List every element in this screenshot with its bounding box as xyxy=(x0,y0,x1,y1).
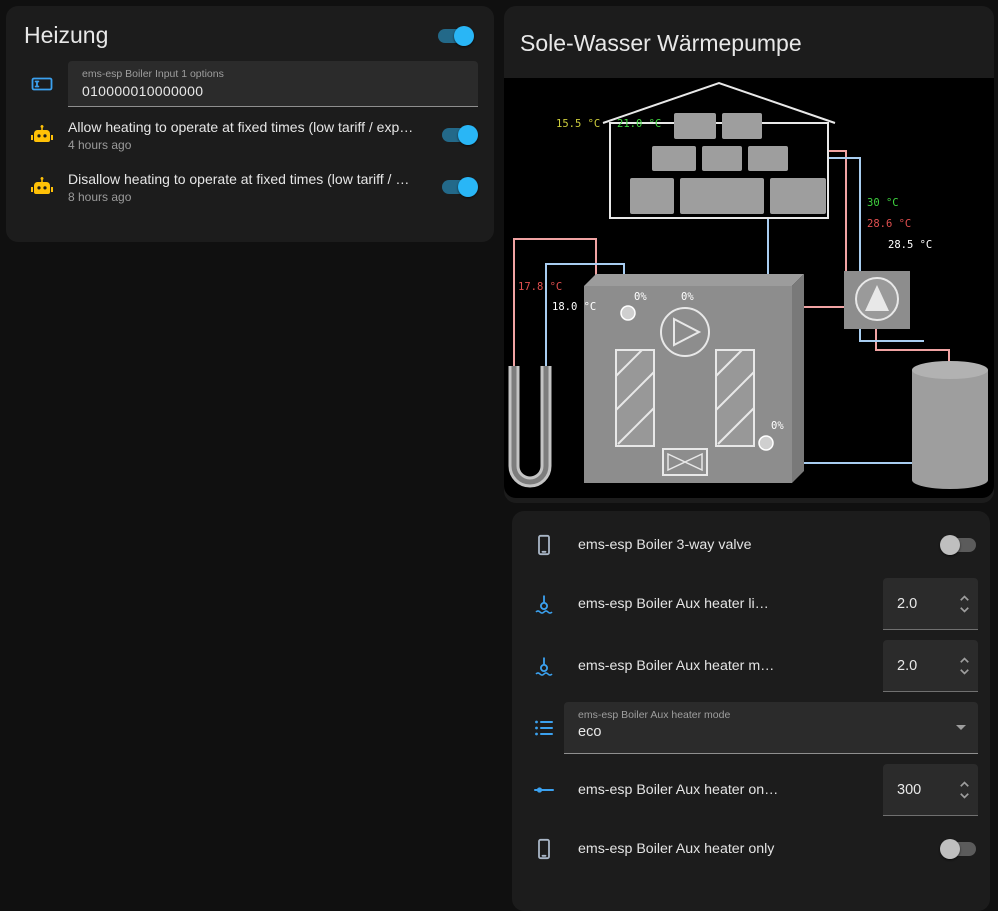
boiler-input-value[interactable]: 010000010000000 xyxy=(82,83,204,99)
heatpump-card-header: Sole-Wasser Wärmepumpe xyxy=(504,6,994,78)
boiler-input-field[interactable]: ems-esp Boiler Input 1 options 010000010… xyxy=(68,61,478,107)
toggle-thumb xyxy=(454,25,474,46)
dhw-temp-label: 28.5 °C xyxy=(888,239,932,251)
heat-pump-unit xyxy=(584,274,804,483)
automation-last-triggered: 4 hours ago xyxy=(68,137,132,152)
boiler-input-row: ems-esp Boiler Input 1 options 010000010… xyxy=(6,59,494,109)
entity-row-3way-valve: ems-esp Boiler 3-way valve xyxy=(512,517,990,573)
heizung-card-title: Heizung xyxy=(24,22,109,48)
entity-label: ems-esp Boiler Aux heater on… xyxy=(578,782,779,798)
number-value[interactable]: 2.0 xyxy=(897,595,918,612)
automation-name: Allow heating to operate at fixed times … xyxy=(68,118,414,135)
automation-row-disallow[interactable]: Disallow heating to operate at fixed tim… xyxy=(6,161,494,213)
entity-row-aux-heater-only: ems-esp Boiler Aux heater only xyxy=(512,821,990,877)
heatpump-diagram: 15.5 °C 21.0 °C 30 °C 28.6 °C 28.5 °C 17… xyxy=(504,78,994,498)
heating-return-pipe xyxy=(829,157,924,342)
aux-heater-only-toggle[interactable] xyxy=(940,839,978,859)
expansion-valve-icon xyxy=(662,448,708,476)
entity-row-aux-heater-on: ems-esp Boiler Aux heater on… 300 xyxy=(512,759,990,821)
radiator-blocks xyxy=(630,113,826,214)
automation-last-triggered: 8 hours ago xyxy=(68,189,132,204)
three-way-valve-icon xyxy=(532,533,556,557)
form-textbox-icon xyxy=(30,72,54,96)
automation-text: Disallow heating to operate at fixed tim… xyxy=(68,171,440,204)
entity-label: ems-esp Boiler Aux heater li… xyxy=(578,596,769,612)
ground-probe xyxy=(508,366,552,488)
compressor-pct-label: 0% xyxy=(681,291,694,303)
number-value[interactable]: 2.0 xyxy=(897,657,918,674)
stepper-arrows-icon[interactable] xyxy=(956,591,972,617)
aux-heater-m-number-input[interactable]: 2.0 xyxy=(883,640,978,692)
toggle-thumb xyxy=(940,839,960,859)
heizung-master-toggle[interactable] xyxy=(436,25,474,46)
tank-supply-pipe xyxy=(875,328,950,370)
select-value[interactable]: eco xyxy=(578,724,602,740)
boiler-settings-card: ems-esp Boiler 3-way valve ems-esp Boile… xyxy=(512,511,990,911)
robot-icon xyxy=(30,175,54,199)
heating-supply-pipe xyxy=(794,150,847,308)
brine-return-temp-label: 18.0 °C xyxy=(552,301,596,313)
heizung-card: Heizung ems-esp Boiler Input 1 options 0… xyxy=(6,6,494,242)
dhw-pump-icon xyxy=(758,435,774,451)
entity-row-aux-heater-m: ems-esp Boiler Aux heater m… 2.0 xyxy=(512,635,990,697)
return-temp-label: 28.6 °C xyxy=(867,218,911,230)
entity-label: ems-esp Boiler 3-way valve xyxy=(578,537,752,553)
number-value[interactable]: 300 xyxy=(897,781,922,798)
heizung-card-header: Heizung xyxy=(6,6,494,59)
robot-icon xyxy=(30,123,54,147)
circulation-pump-box xyxy=(844,271,910,329)
entity-row-aux-heater-li: ems-esp Boiler Aux heater li… 2.0 xyxy=(512,573,990,635)
automation-allow-toggle[interactable] xyxy=(440,125,478,145)
aux-heater-li-number-input[interactable]: 2.0 xyxy=(883,578,978,630)
heatpump-card-title: Sole-Wasser Wärmepumpe xyxy=(520,30,802,56)
list-icon xyxy=(532,716,556,740)
three-way-valve-toggle[interactable] xyxy=(940,535,978,555)
toggle-thumb xyxy=(940,535,960,555)
heat-exchanger-left xyxy=(615,349,655,447)
dhw-pump-pct-label: 0% xyxy=(771,420,784,432)
select-label: ems-esp Boiler Aux heater mode xyxy=(578,709,731,721)
stepper-arrows-icon[interactable] xyxy=(956,653,972,679)
brine-pump-icon xyxy=(620,305,636,321)
entity-label: ems-esp Boiler Aux heater only xyxy=(578,841,775,857)
thermometer-water-icon xyxy=(532,654,556,678)
automation-row-allow[interactable]: Allow heating to operate at fixed times … xyxy=(6,109,494,161)
compressor-icon xyxy=(660,307,710,357)
thermometer-water-icon xyxy=(532,592,556,616)
automation-name: Disallow heating to operate at fixed tim… xyxy=(68,170,410,187)
stepper-arrows-icon[interactable] xyxy=(956,777,972,803)
outdoor-temp-label: 15.5 °C xyxy=(556,118,600,130)
entity-row-aux-heater-mode: ems-esp Boiler Aux heater mode eco xyxy=(512,697,990,759)
hot-water-tank xyxy=(912,361,988,489)
boiler-input-label: ems-esp Boiler Input 1 options xyxy=(82,68,224,80)
heat-exchanger-right xyxy=(715,349,755,447)
indoor-temp-label: 21.0 °C xyxy=(617,118,661,130)
entity-label: ems-esp Boiler Aux heater m… xyxy=(578,658,775,674)
automation-disallow-toggle[interactable] xyxy=(440,177,478,197)
automation-text: Allow heating to operate at fixed times … xyxy=(68,119,440,152)
cellphone-icon xyxy=(532,837,556,861)
house xyxy=(602,81,836,219)
heatpump-diagram-svg: 15.5 °C 21.0 °C 30 °C 28.6 °C 28.5 °C 17… xyxy=(508,81,988,489)
toggle-thumb xyxy=(458,177,478,197)
pump-triangle xyxy=(865,285,889,311)
aux-heater-on-number-input[interactable]: 300 xyxy=(883,764,978,816)
ray-start-icon xyxy=(532,778,556,802)
heatpump-card: Sole-Wasser Wärmepumpe xyxy=(504,6,994,503)
toggle-thumb xyxy=(458,125,478,145)
supply-temp-label: 30 °C xyxy=(867,197,899,209)
dropdown-arrow-icon[interactable] xyxy=(956,725,966,730)
aux-heater-mode-select[interactable]: ems-esp Boiler Aux heater mode eco xyxy=(564,702,978,754)
brine-supply-temp-label: 17.8 °C xyxy=(518,281,562,293)
brine-pump-pct-label: 0% xyxy=(634,291,647,303)
